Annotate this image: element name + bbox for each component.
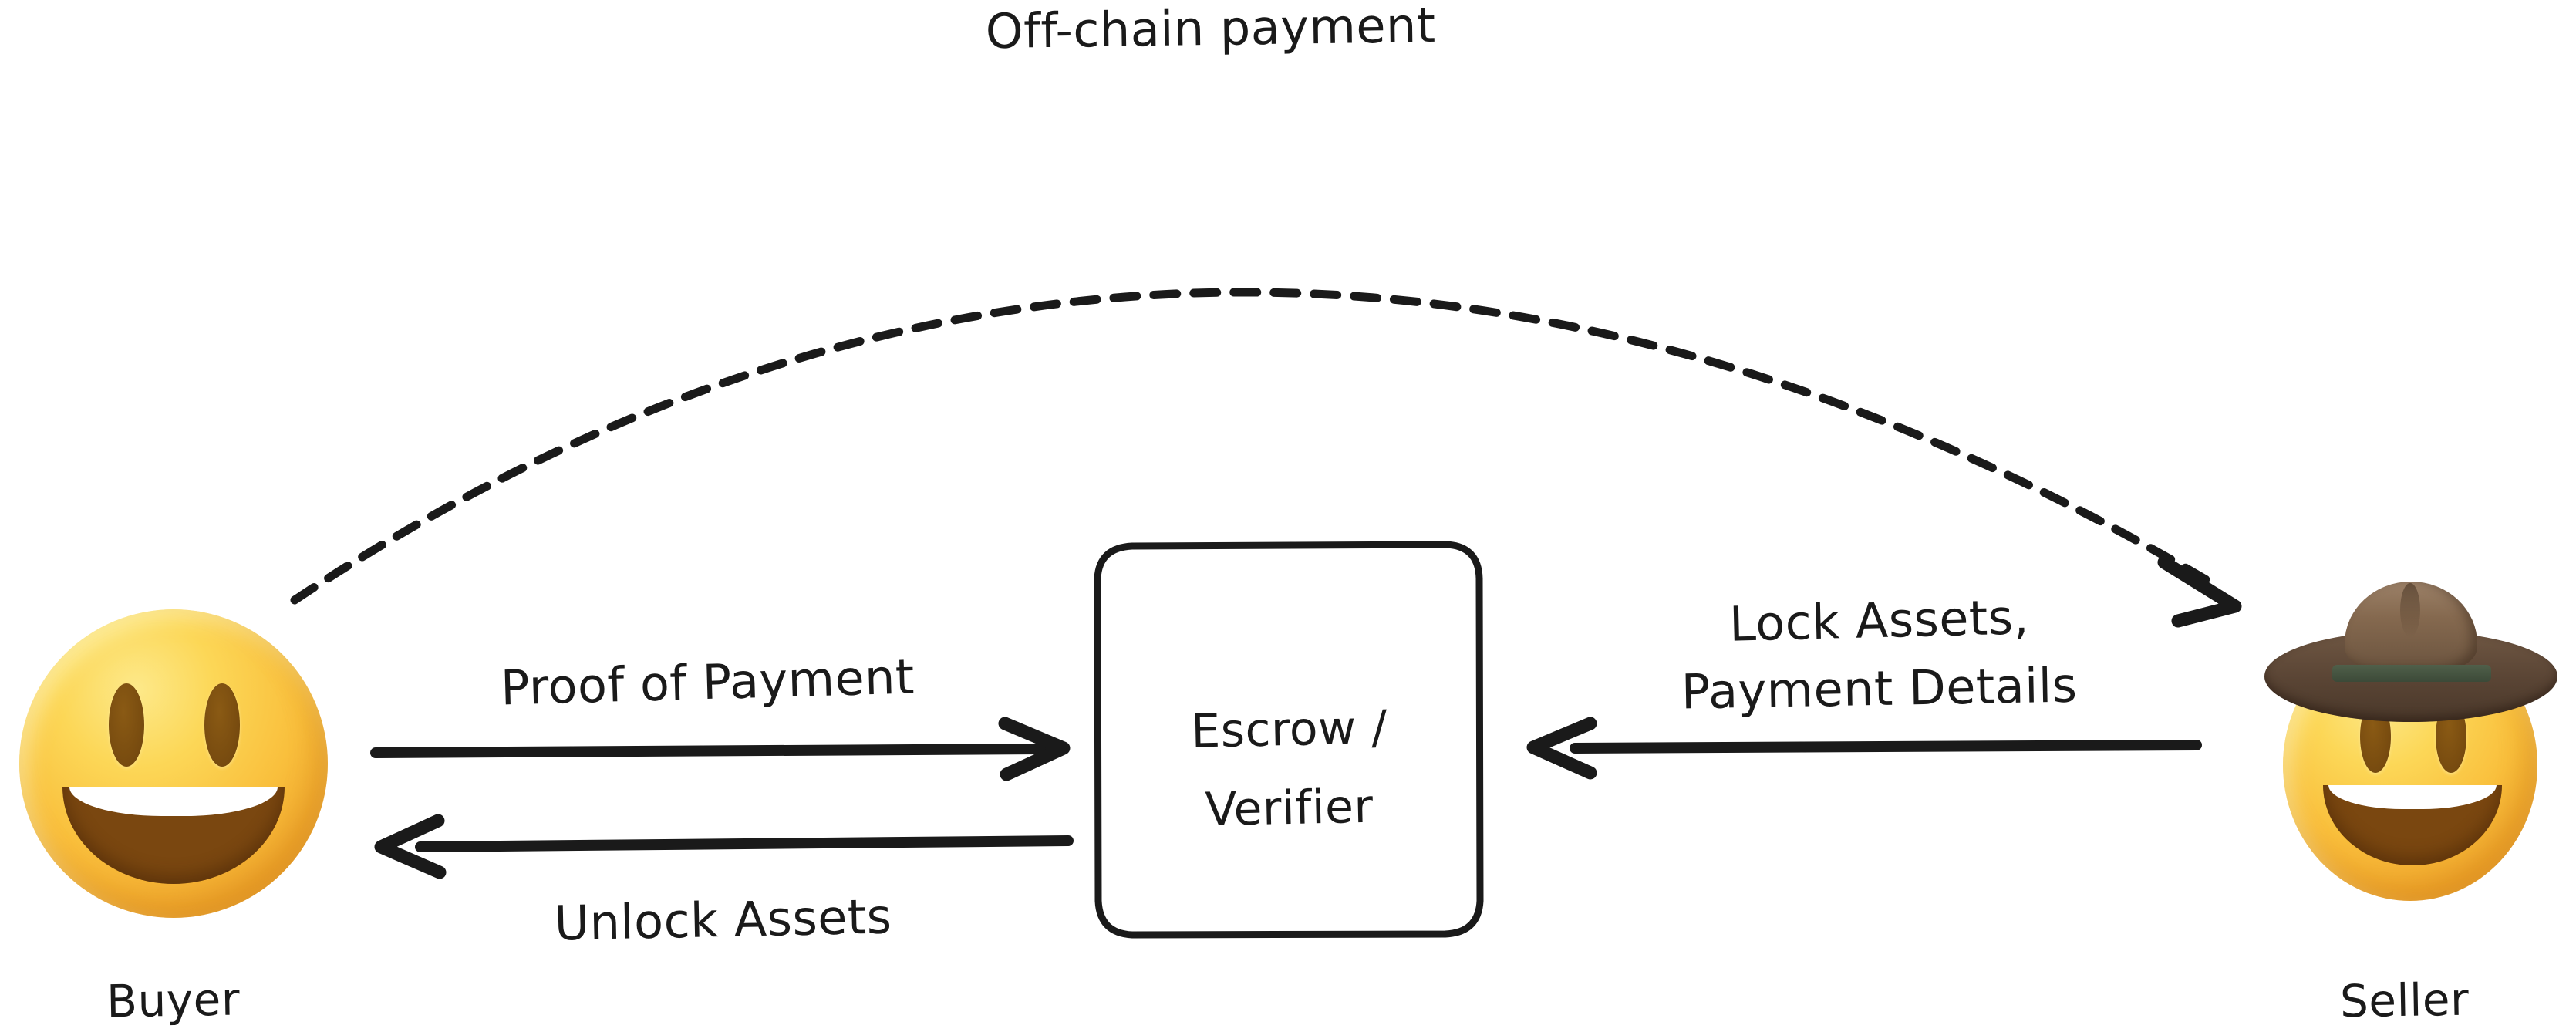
proof-of-payment-arrowhead-icon bbox=[998, 717, 1071, 781]
buyer-eye-right bbox=[204, 683, 240, 767]
cowboy-hat-band-icon bbox=[2332, 665, 2491, 682]
unlock-assets-arrowhead-icon bbox=[374, 814, 447, 879]
escrow-node[interactable]: Escrow / Verifier bbox=[1094, 541, 1484, 939]
lock-assets-arrowhead-icon bbox=[1526, 717, 1597, 780]
lock-assets-label-line1: Lock Assets, bbox=[1728, 589, 2029, 652]
edge-unlock-assets[interactable]: Unlock Assets bbox=[374, 814, 1074, 952]
edge-lock-assets-payment-details[interactable]: Lock Assets, Payment Details bbox=[1526, 589, 2202, 780]
proof-of-payment-line bbox=[370, 744, 1048, 758]
buyer-label: Buyer bbox=[106, 973, 241, 1027]
unlock-assets-line bbox=[415, 835, 1074, 852]
buyer-avatar bbox=[19, 609, 328, 918]
seller-avatar bbox=[2252, 571, 2561, 910]
unlock-assets-label: Unlock Assets bbox=[554, 888, 892, 951]
edge-proof-of-payment[interactable]: Proof of Payment bbox=[370, 649, 1071, 781]
cowboy-hat-dent-icon bbox=[2400, 583, 2420, 637]
lock-assets-label-line2: Payment Details bbox=[1681, 657, 2078, 720]
escrow-label-line1: Escrow / bbox=[1191, 700, 1388, 758]
seller-label: Seller bbox=[2339, 973, 2469, 1028]
buyer-eye-left bbox=[109, 683, 144, 767]
proof-of-payment-label: Proof of Payment bbox=[500, 649, 915, 717]
lock-assets-line bbox=[1570, 740, 2202, 754]
escrow-box-shape bbox=[1094, 541, 1484, 939]
edge-off-chain-payment[interactable]: Off-chain payment bbox=[290, 0, 2242, 628]
off-chain-payment-dashed-path bbox=[290, 288, 2224, 605]
escrow-label-line2: Verifier bbox=[1205, 780, 1374, 838]
off-chain-payment-label: Off-chain payment bbox=[985, 0, 1436, 59]
off-chain-payment-arrowhead-icon bbox=[2157, 555, 2242, 628]
